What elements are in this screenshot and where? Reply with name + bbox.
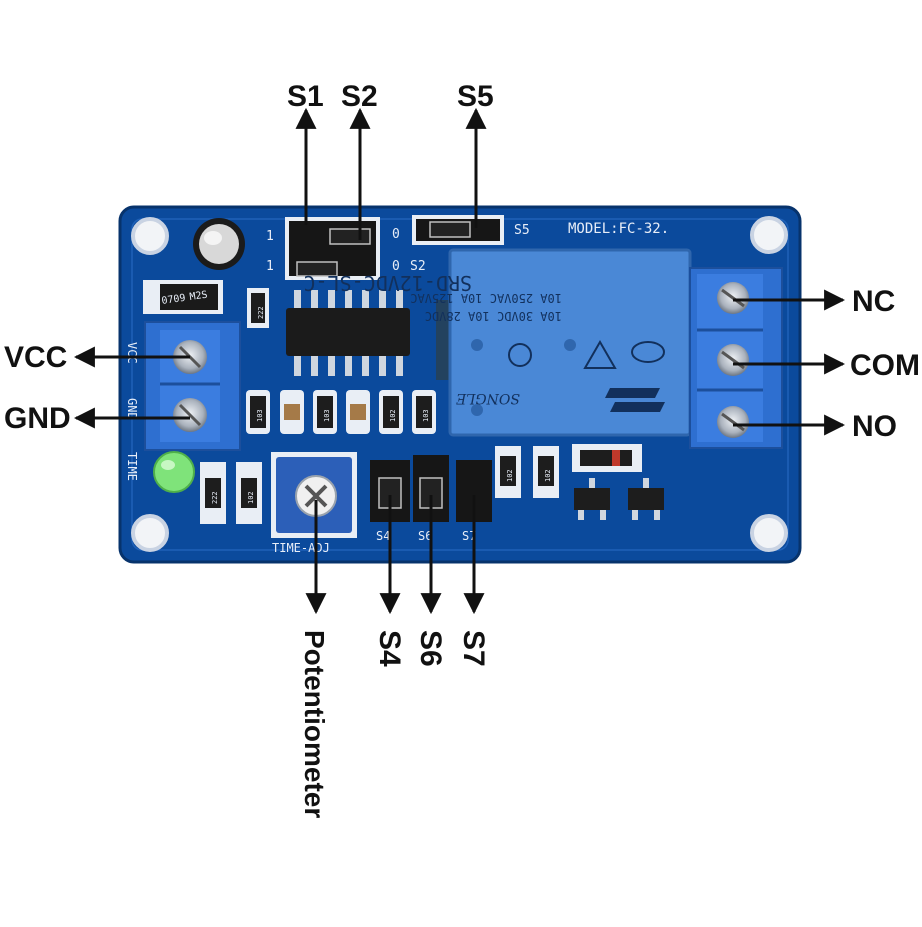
resistor-row: 103 103 102 103 <box>246 390 436 434</box>
smd-code-a: 0709 <box>161 293 186 307</box>
screw-icon <box>717 282 749 314</box>
relay-part-label: SRD-12VDC-SL-C <box>303 271 472 295</box>
resistor-code: 103 <box>422 409 430 422</box>
resistor-code: 102 <box>506 469 514 482</box>
callout-s1: S1 <box>287 80 324 113</box>
jumper-s5-label: S5 <box>514 223 530 238</box>
mark-0b: 0 <box>392 259 400 274</box>
mark-0a: 0 <box>392 227 400 242</box>
resistor-code: 102 <box>544 469 552 482</box>
resistor-icon: 102 <box>379 390 403 434</box>
mark-1a: 1 <box>266 229 274 244</box>
resistor-code: 222 <box>257 306 265 319</box>
jumper-s2-label: S2 <box>410 259 426 274</box>
callout-com: COM <box>850 349 920 382</box>
callout-s7: S7 <box>457 630 490 667</box>
transistor-icon <box>574 478 610 520</box>
relay-rating-2: 10A 30VDC 10A 28VDC <box>425 309 562 323</box>
resistor-code: 102 <box>247 491 255 504</box>
output-terminal-block <box>689 267 783 449</box>
jumper-s6-label: S6 <box>418 529 432 543</box>
callout-no: NO <box>852 410 897 443</box>
resistor-icon: 222 <box>247 288 269 328</box>
callout-s4: S4 <box>373 630 406 667</box>
jumper-block-s5: 0 S5 <box>392 215 530 245</box>
smd-transistor-icon: 0709 M2S <box>143 280 223 314</box>
mounting-hole-icon <box>750 514 788 552</box>
resistor-icon: 103 <box>246 390 270 434</box>
resistor-icon: 103 <box>313 390 337 434</box>
mark-1b: 1 <box>266 259 274 274</box>
resistor-code: 103 <box>323 409 331 422</box>
callout-s5: S5 <box>457 80 494 113</box>
callout-gnd: GND <box>4 402 71 435</box>
screw-icon <box>173 398 207 432</box>
smd-code-b: M2S <box>189 290 208 303</box>
jumper-s4-label: S4 <box>376 529 390 543</box>
resistor-icon: 102 <box>236 462 262 524</box>
screw-icon <box>717 406 749 438</box>
model-label: MODEL:FC-32. <box>568 221 669 237</box>
resistor-code: 103 <box>256 409 264 422</box>
resistor-code: 222 <box>211 491 219 504</box>
transistor-icon <box>628 478 664 520</box>
relay-rating-1: 10A 250VAC 10A 125VAC <box>410 291 562 305</box>
songle-logo-icon <box>605 388 665 412</box>
time-silk: TIME <box>125 452 139 481</box>
resistor-code: 102 <box>389 409 397 422</box>
jumper-block-s1-s2: 1 1 0 S2 <box>266 217 426 280</box>
certification-marks-icon <box>508 339 665 369</box>
resistor-icon: 102 <box>495 446 521 498</box>
resistor-icon: 102 <box>533 446 559 498</box>
mounting-hole-icon <box>750 216 788 254</box>
input-terminal-block: VCC GND TIME <box>125 321 241 481</box>
relay-brand: SONGLE <box>456 390 520 406</box>
callout-potentiometer: Potentiometer <box>299 630 330 819</box>
diode-icon <box>572 444 642 472</box>
callout-vcc: VCC <box>4 341 68 374</box>
callout-s2: S2 <box>341 80 378 113</box>
capacitor-smd-icon <box>346 390 370 434</box>
mounting-hole-icon <box>131 217 169 255</box>
relay-icon: SRD-12VDC-SL-C 10A 250VAC 10A 125VAC 10A… <box>303 248 692 437</box>
ic-chip-icon <box>286 290 410 376</box>
callout-nc: NC <box>852 285 896 318</box>
screw-icon <box>717 344 749 376</box>
resistor-icon: 222 <box>200 462 226 524</box>
time-adj-label: TIME-ADJ <box>272 541 330 555</box>
capacitor-smd-icon <box>280 390 304 434</box>
gnd-silk: GND <box>125 398 139 420</box>
resistor-icon: 103 <box>412 390 436 434</box>
vcc-silk: VCC <box>125 342 139 364</box>
capacitor-icon <box>193 218 245 270</box>
led-icon <box>153 451 195 493</box>
callout-s6: S6 <box>414 630 447 667</box>
mounting-hole-icon <box>131 514 169 552</box>
